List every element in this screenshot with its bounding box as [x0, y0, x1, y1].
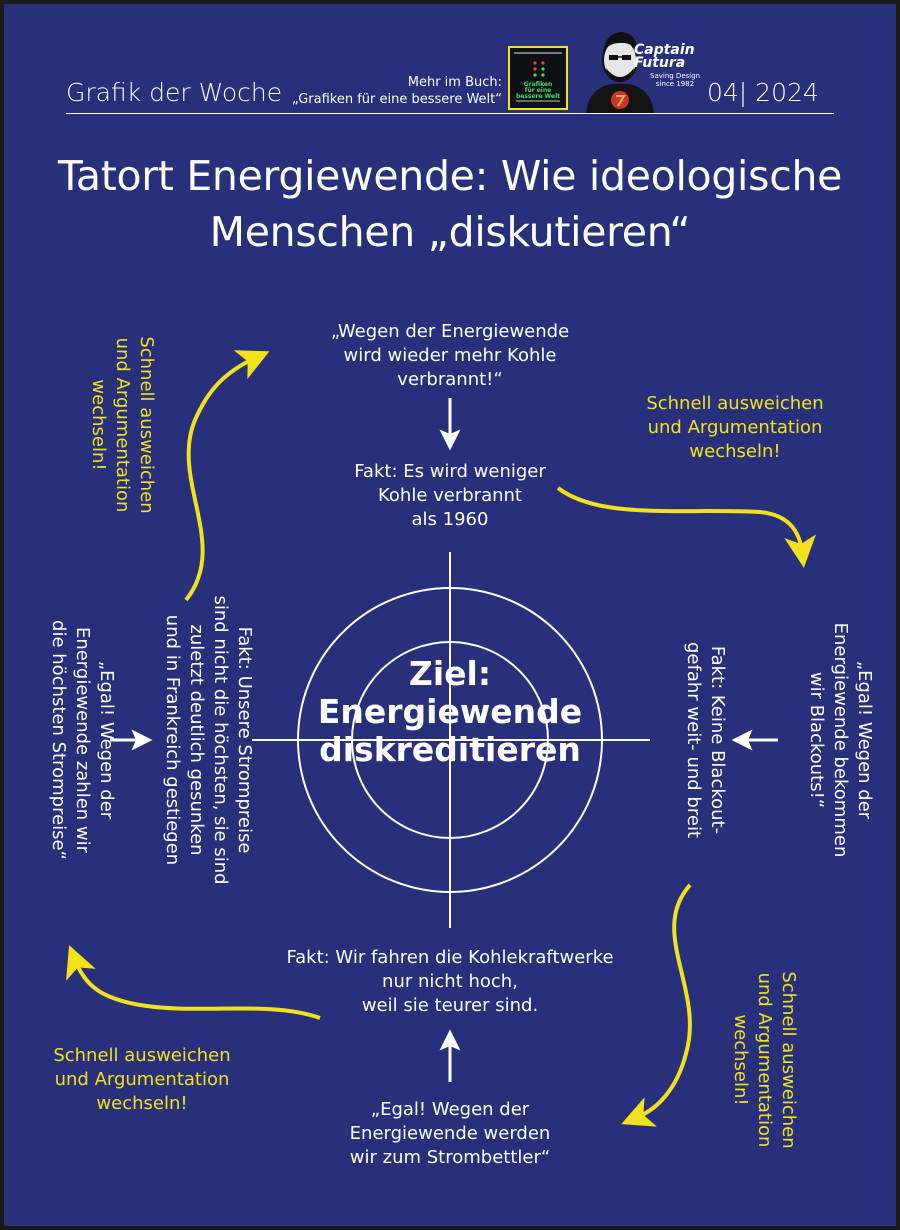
book-cover-footline [516, 100, 560, 102]
claim-bottom-line1: „Egal! Wegen der [370, 1099, 530, 1120]
fact-top-line2: Kohle verbrannt [378, 485, 522, 506]
dodge-bottom-left-line1: Schnell ausweichen [53, 1045, 231, 1066]
dodge-top-right-line2: und Argumentation [647, 417, 823, 438]
fact-top-line3: als 1960 [411, 509, 489, 530]
page-title-line1: Tatort Energiewende: Wie ideologische [57, 152, 843, 200]
logo-name-line1: Captain [634, 42, 695, 58]
claim-bottom-line2: Energiewende werden [349, 1123, 551, 1144]
arrow-dodge-left-top [184, 350, 270, 602]
claim-left-line1: „Egal! Wegen der [96, 660, 117, 820]
dodge-top-right-line3: wechseln! [689, 441, 781, 462]
claim-top: „Wegen der Energiewende wird wieder mehr… [300, 320, 600, 392]
book-cover-title-line2: für eine [524, 87, 552, 94]
logo-tagline-line2: since 1982 [655, 80, 695, 88]
fact-top: Fakt: Es wird weniger Kohle verbrannt al… [300, 460, 600, 532]
header-divider [66, 113, 834, 114]
target-crosshair [252, 552, 650, 928]
page-title-line2: Menschen „diskutieren“ [209, 208, 691, 256]
claim-top-line1: „Wegen der Energiewende [330, 321, 570, 342]
goal-label: Ziel: Energiewende diskreditieren [300, 655, 600, 769]
goal-line1: Ziel: [408, 654, 492, 693]
book-promo-line2: „Grafiken für eine bessere Welt“ [291, 92, 502, 107]
dodge-label-top-right: Schnell ausweichen und Argumentation wec… [615, 392, 855, 464]
claim-left-line3: die höchsten Strompreise“ [48, 620, 69, 860]
dodge-bottom-left-line2: und Argumentation [54, 1069, 230, 1090]
logo-tagline-line1: Saving Design [650, 72, 701, 80]
book-cover-graphic [533, 61, 545, 77]
claim-top-line3: verbrannt!“ [397, 369, 503, 390]
captain-futura-logo [586, 32, 654, 114]
dodge-top-right-line1: Schnell ausweichen [646, 393, 824, 414]
issue-date: 04| 2024 [707, 78, 819, 107]
logo-wordmark: Captain Futura [634, 42, 695, 71]
fact-bottom: Fakt: Wir fahren die Kohlekraftwerke nur… [245, 946, 655, 1018]
book-cover-title: Grafiken für eine bessere Welt [512, 82, 564, 100]
fact-top-line1: Fakt: Es wird weniger [354, 461, 546, 482]
claim-bottom-line3: wir zum Strombettler“ [349, 1147, 551, 1168]
book-promo: Mehr im Buch: „Grafiken für eine bessere… [292, 74, 502, 108]
fact-bottom-line2: nur nicht hoch, [382, 971, 518, 992]
arrow-dodge-bottom-left [66, 945, 321, 1020]
fact-bottom-line1: Fakt: Wir fahren die Kohlekraftwerke [286, 947, 614, 968]
claim-top-line2: wird wieder mehr Kohle [343, 345, 557, 366]
logo-tagline: Saving Design since 1982 [650, 72, 700, 88]
dodge-bottom-left-line3: wechseln! [96, 1093, 188, 1114]
arrow-dodge-top-right [556, 486, 817, 568]
goal-line3: diskreditieren [319, 730, 581, 769]
arrow-dodge-right-bottom [621, 883, 692, 1127]
dodge-label-bottom-left: Schnell ausweichen und Argumentation wec… [22, 1044, 262, 1116]
book-promo-line1: Mehr im Buch: [407, 75, 502, 90]
series-label: Grafik der Woche [66, 78, 283, 107]
book-cover-topline [514, 52, 562, 54]
book-cover: Grafiken für eine bessere Welt [508, 46, 568, 110]
claim-bottom: „Egal! Wegen der Energiewende werden wir… [300, 1098, 600, 1170]
claim-left: „Egal! Wegen der Energiewende zahlen wir… [46, 590, 118, 890]
page-title: Tatort Energiewende: Wie ideologische Me… [0, 148, 900, 260]
book-cover-title-line1: Grafiken [523, 81, 553, 88]
claim-left-line2: Energiewende zahlen wir [72, 626, 93, 854]
fact-bottom-line3: weil sie teurer sind. [361, 995, 539, 1016]
book-cover-title-line3: bessere Welt [515, 93, 561, 100]
goal-line2: Energiewende [317, 692, 583, 731]
logo-name-line2: Futura [634, 55, 686, 71]
